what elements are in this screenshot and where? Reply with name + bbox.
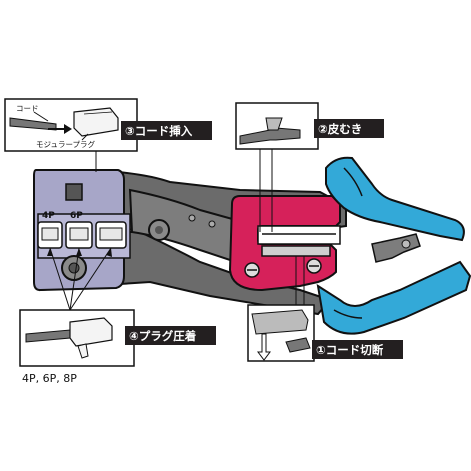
latch-rivet-icon (401, 239, 411, 249)
badge-cut-cord (312, 340, 403, 359)
badge-crimp-plug (125, 326, 216, 345)
badge-insert-cord-text: ③コード挿入 (125, 124, 193, 138)
modular-plug-illustration (73, 107, 119, 137)
hex-screw-icon (306, 258, 322, 274)
cut-blade-illustration (251, 309, 309, 335)
plug-latch-illustration (77, 343, 89, 359)
port-label-4p: 4P (42, 211, 55, 221)
badge-cut-cord-text: ①コード切断 (316, 343, 384, 357)
port-label-6p: 6P (70, 211, 83, 221)
arrow-head-8p (106, 248, 112, 257)
handle-latch[interactable] (371, 233, 421, 263)
lower-handle-grip-ridge (333, 309, 363, 319)
arrow-head-6p (76, 248, 82, 256)
strip-blade-icon (265, 117, 283, 131)
modular-plug-small-label: モジュラープラグ (36, 139, 96, 149)
cord-leader-line (33, 111, 49, 122)
callout-line-crimp-8p (69, 247, 112, 311)
die-block-square-hole (65, 183, 83, 201)
plug-sizes-label: 4P, 6P, 8P (22, 372, 77, 385)
lower-handle-blue[interactable] (316, 260, 471, 335)
cord-small-label: コード (16, 104, 39, 113)
plug-leader-line (81, 133, 89, 141)
badge-strip-text: ②皮むき (318, 122, 362, 136)
badge-crimp-plug-text: ④プラグ圧着 (129, 329, 196, 343)
crimp-port-6p[interactable] (65, 221, 93, 249)
upper-handle-grip-ridge (343, 167, 363, 197)
plug-contact-line (83, 111, 113, 115)
middle-pivot-icon (148, 219, 170, 241)
badge-insert-cord (121, 121, 212, 140)
crimp-port-4p[interactable] (37, 221, 63, 249)
pivot-bolt-icon (61, 255, 87, 281)
upper-handle-blue[interactable] (325, 156, 465, 242)
cut-direction-arrow-icon (257, 333, 271, 361)
cut-cord-illustration (285, 337, 311, 353)
callout-line-crimp-6p (69, 247, 80, 311)
insert-arrow-icon (48, 124, 72, 134)
arrow-head-4p (47, 248, 53, 256)
blade-slot (257, 225, 341, 245)
hex-screw-icon (244, 262, 260, 278)
rivet-icon (188, 214, 196, 222)
rivet-icon (208, 220, 216, 228)
lower-blade (261, 245, 331, 257)
callout-line-crimp-4p (49, 247, 71, 311)
crimp-port-8p[interactable] (95, 221, 127, 249)
badge-strip (314, 119, 384, 138)
crimped-plug-illustration (69, 317, 113, 347)
